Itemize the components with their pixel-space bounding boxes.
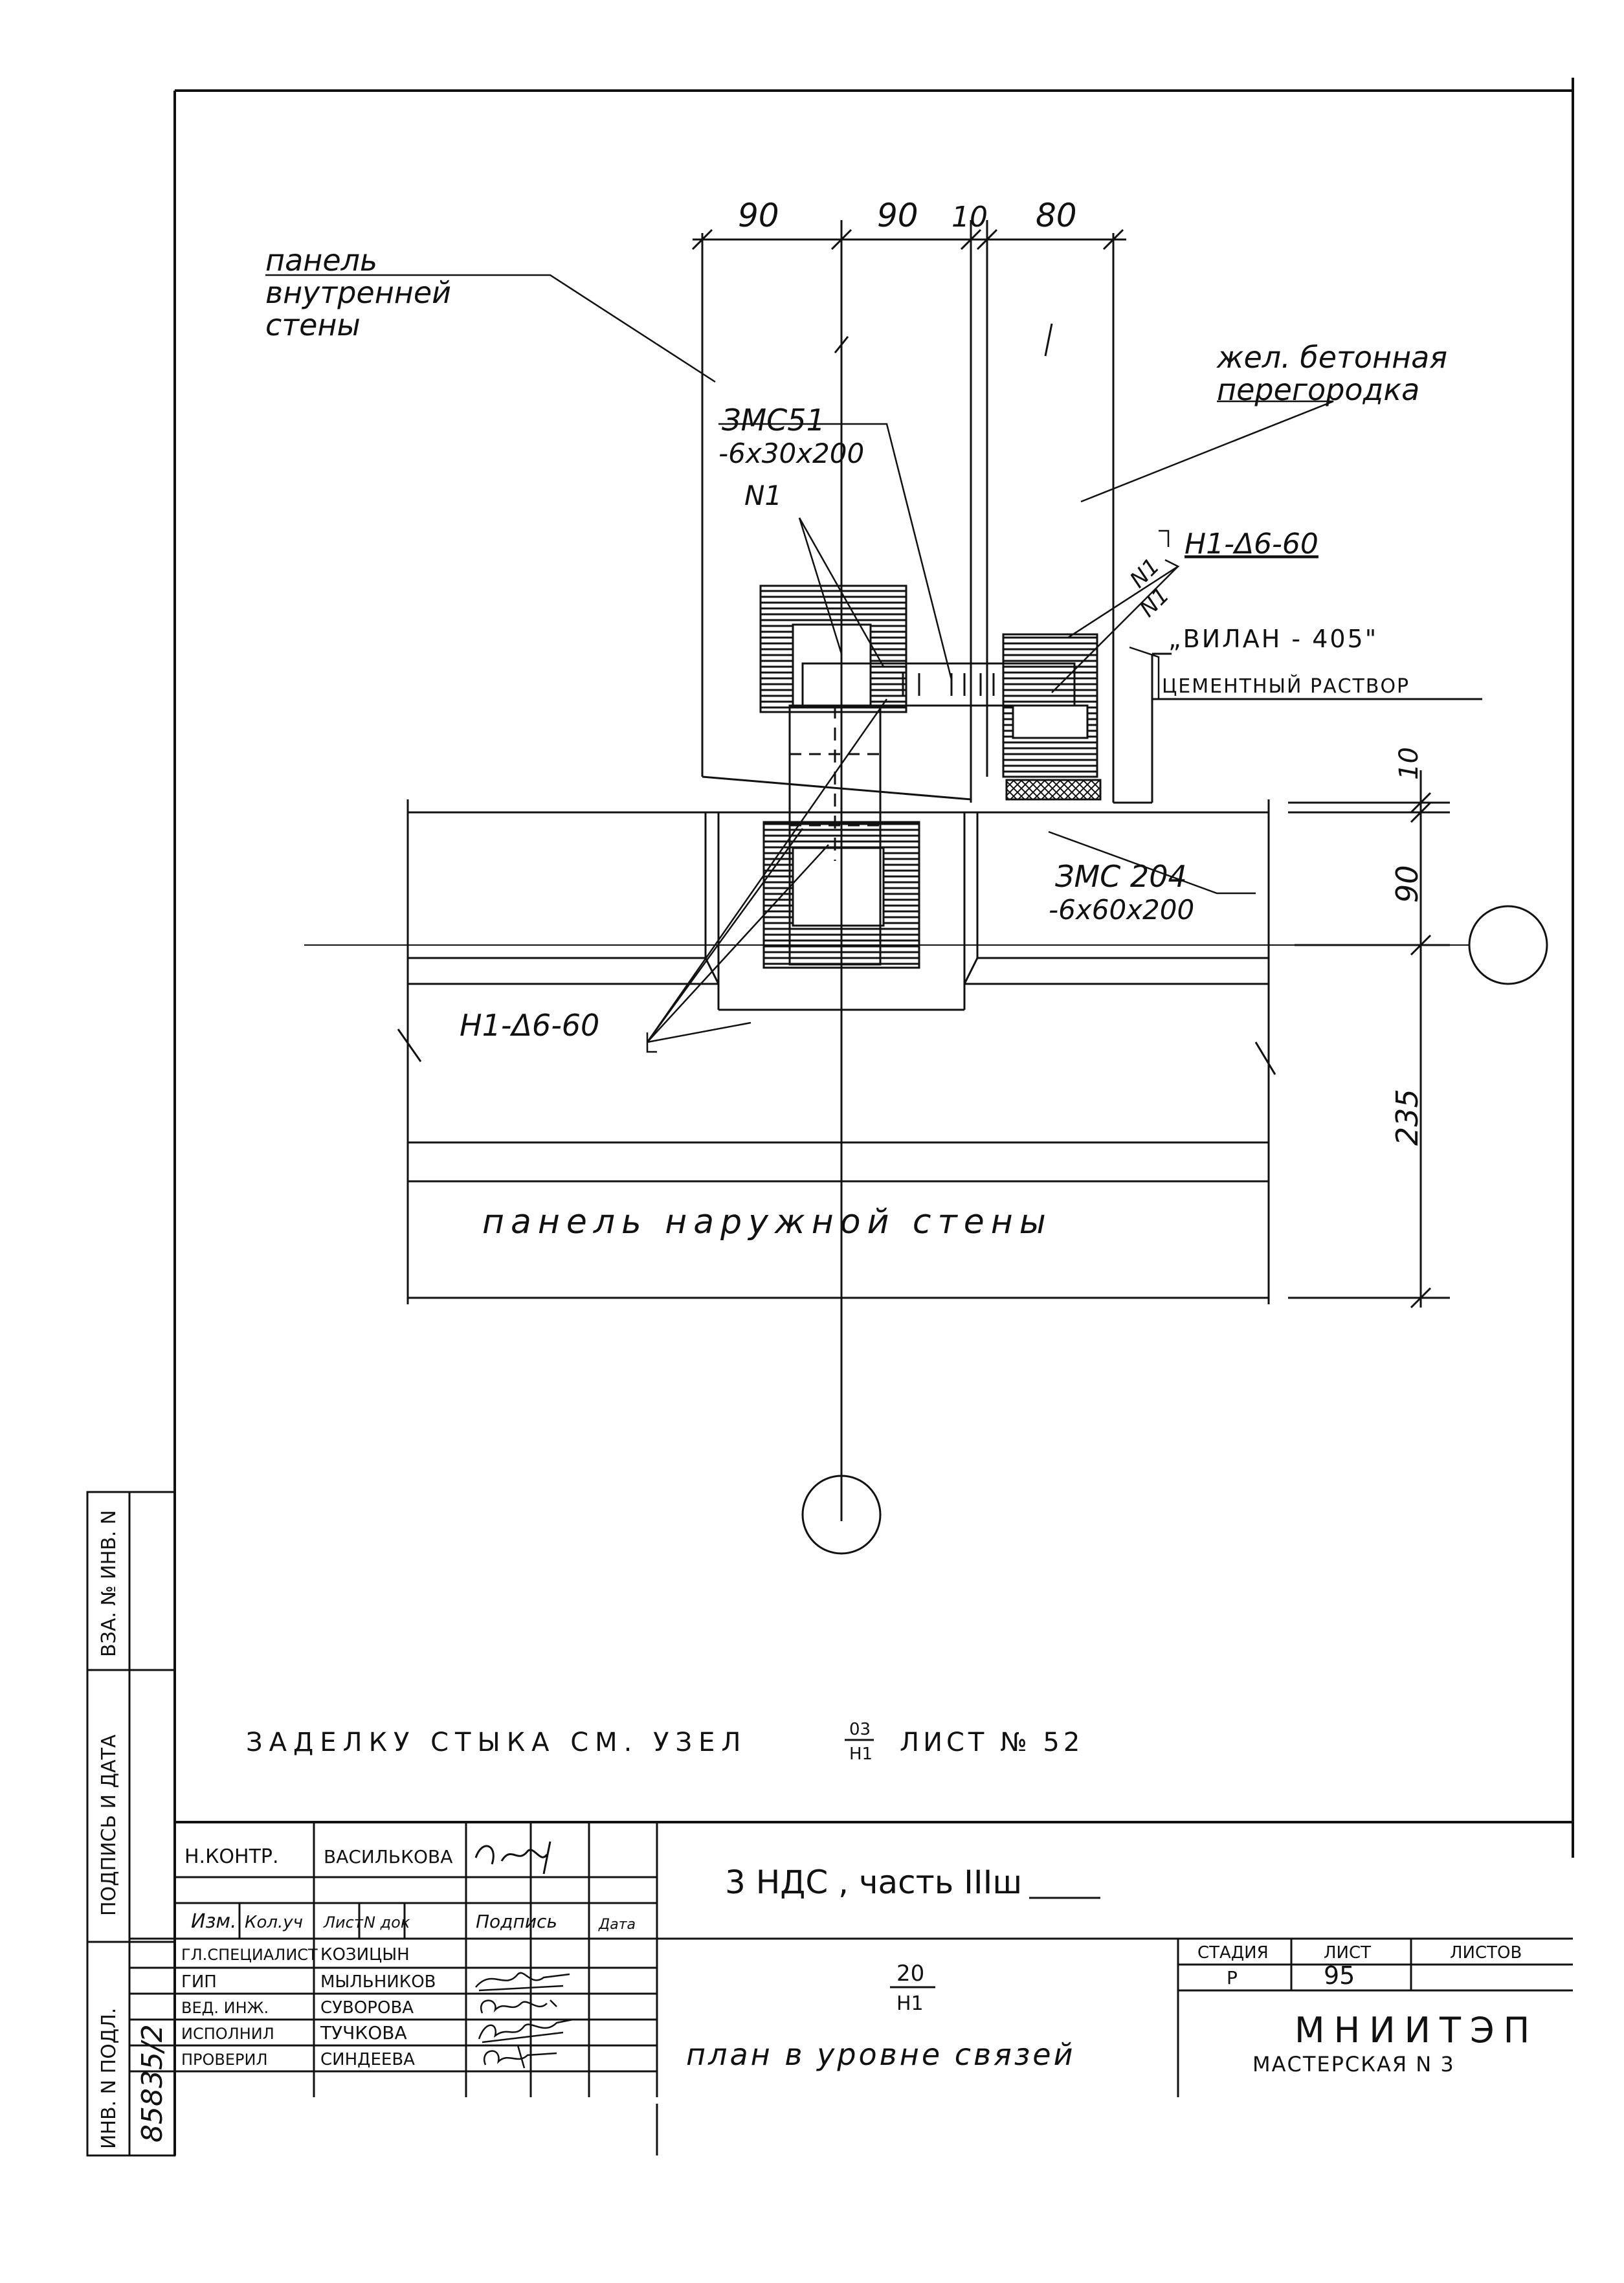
note-node-bottom: Н1	[849, 1744, 873, 1764]
vilan-seal-strip	[1005, 779, 1102, 801]
strip-vza-inv: ВЗА. № ИНВ. N	[98, 1510, 120, 1657]
note-text-before: ЗАДЕЛКУ СТЫКА СМ. УЗЕЛ	[246, 1728, 747, 1757]
dim-right-1: 10	[1394, 747, 1424, 780]
label-zms51-n1: N1	[744, 480, 782, 511]
label-partition-2: перегородка	[1217, 372, 1419, 407]
header-list: Лист	[323, 1913, 364, 1932]
label-inner-panel-2: внутренней	[265, 275, 451, 310]
label-inner-panel-1: панель	[265, 243, 377, 278]
partition	[1113, 652, 1482, 804]
axis-bubble-bottom	[801, 1475, 882, 1555]
name-1: КОЗИЦЫН	[320, 1945, 410, 1965]
label-zms51-size: -6х30х200	[718, 438, 864, 469]
workshop-name: МАСТЕРСКАЯ N 3	[1252, 2052, 1455, 2077]
label-mortar: ЦЕМЕНТНЫЙ РАСТВОР	[1162, 674, 1410, 698]
joint-note: ЗАДЕЛКУ СТЫКА СМ. УЗЕЛ 03 Н1 ЛИСТ № 52	[246, 1720, 1084, 1764]
cavity-lower	[762, 821, 920, 969]
label-vilan: „ВИЛАН - 405"	[1168, 625, 1378, 653]
label-partition-1: жел. бетонная	[1216, 340, 1447, 375]
outer-wall-panel	[397, 799, 1276, 1304]
label-zms51: ЗМС51	[722, 403, 825, 438]
header-n-dok: N док	[364, 1913, 410, 1932]
name-4: ТУЧКОВА	[320, 2022, 407, 2044]
name-2: МЫЛЬНИКОВ	[320, 1972, 436, 1992]
signature-5	[484, 2045, 557, 2069]
right-dimension	[1288, 770, 1450, 1309]
label-zms204: ЗМС 204	[1055, 859, 1187, 894]
cavity-upper-right	[1002, 633, 1098, 778]
sheets-label: ЛИСТОВ	[1450, 1943, 1522, 1963]
dim-top-1: 90	[738, 197, 779, 234]
stage-label: СТАДИЯ	[1197, 1943, 1269, 1963]
dim-top-2: 90	[877, 197, 918, 234]
dim-right-3: 235	[1390, 1089, 1425, 1146]
strip-inv-podl: ИНВ. N ПОДЛ.	[98, 2008, 120, 2149]
label-inner-panel-3: стены	[265, 307, 361, 342]
label-anchor-left: Н1-Δ6-60	[460, 1008, 599, 1043]
project-title: 3 НДС , часть IIIш	[725, 1864, 1022, 1901]
callout-labels: панель внутренней стены жел. бетонная пе…	[265, 243, 1447, 1242]
name-3: СУВОРОВА	[320, 1998, 414, 2018]
header-kol-uch: Кол.уч	[245, 1913, 303, 1932]
dim-right-2: 90	[1390, 865, 1425, 903]
axis-bubble-right	[1468, 905, 1548, 985]
note-text-after: ЛИСТ № 52	[900, 1728, 1084, 1757]
label-anchor-right: Н1-Δ6-60	[1185, 528, 1318, 561]
label-zms204-size: -6х60х200	[1049, 894, 1194, 926]
header-izm: Изм.	[191, 1910, 237, 1933]
n-kontr-name: ВАСИЛЬКОВА	[324, 1846, 452, 1867]
inner-wall-panel	[702, 770, 972, 803]
sheet-value: 95	[1324, 1961, 1355, 1990]
sheet-title: план в уровне связей	[686, 2037, 1076, 2072]
role-4: ИСПОЛНИЛ	[181, 2025, 274, 2043]
role-5: ПРОВЕРИЛ	[181, 2051, 268, 2069]
note-node-top: 03	[849, 1720, 871, 1739]
role-2: ГИП	[181, 1972, 217, 1992]
signature-n-kontr	[474, 1841, 551, 1875]
header-podpis: Подпись	[476, 1911, 557, 1932]
signatures	[475, 1972, 573, 2069]
grout-cavities	[759, 585, 1098, 969]
sheet-label: ЛИСТ	[1324, 1943, 1371, 1963]
label-outer-panel: панель наружной стены	[482, 1203, 1052, 1242]
signature-3	[480, 1999, 557, 2014]
dimension-labels: 90 90 10 80 10 90 235	[738, 197, 1425, 1146]
stage-value: Р	[1227, 1967, 1238, 1988]
drawing-body	[265, 220, 1548, 1555]
dim-top-3: 10	[951, 201, 988, 234]
signature-4	[478, 2018, 573, 2044]
sheet-node-bottom: Н1	[896, 1992, 924, 2015]
header-data: Дата	[598, 1917, 636, 1933]
sheet-node-top: 20	[896, 1961, 924, 1987]
name-5: СИНДЕЕВА	[320, 2050, 415, 2069]
cavity-upper-left	[759, 585, 907, 713]
strip-inv-value: 85835/2	[136, 2024, 169, 2143]
role-1: ГЛ.СПЕЦИАЛИСТ	[181, 1946, 318, 1964]
top-dimension	[691, 220, 1126, 1521]
title-block-grid	[129, 1822, 1573, 2155]
dim-top-4: 80	[1036, 197, 1077, 234]
strip-signature-date: ПОДПИСЬ И ДАТА	[98, 1734, 120, 1916]
signature-2	[475, 1972, 570, 1992]
n-kontr-label: Н.КОНТР.	[184, 1845, 279, 1868]
role-3: ВЕД. ИНЖ.	[181, 1999, 269, 2017]
organization-name: МНИИТЭП	[1295, 2010, 1539, 2051]
